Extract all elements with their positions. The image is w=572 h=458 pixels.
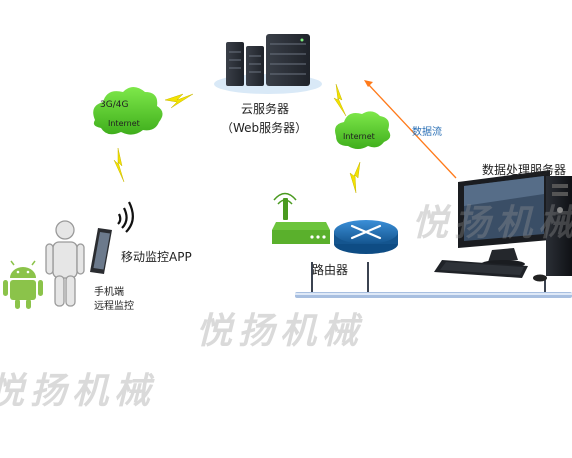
cloud-server-label: 云服务器 bbox=[241, 102, 290, 116]
mobile-cloud-network-label: 3G/4G bbox=[100, 100, 129, 110]
data-server-label: 数据处理服务器 bbox=[482, 163, 567, 177]
router-label: 路由器 bbox=[312, 263, 349, 277]
phone-label: 手机端 bbox=[94, 287, 124, 298]
mobile-cloud-internet-label: Internet bbox=[108, 119, 140, 128]
wifi-signal-icon bbox=[117, 201, 134, 233]
android-logo-icon bbox=[3, 260, 43, 309]
wireless-link-icons bbox=[113, 83, 361, 194]
mobile-internet-cloud-icon bbox=[93, 87, 163, 135]
router-internet-cloud-icon bbox=[335, 111, 391, 149]
app-label: 移动监控APP bbox=[121, 250, 192, 264]
cloud-server-icon bbox=[214, 34, 322, 94]
router-icon bbox=[334, 220, 398, 254]
computer-monitor-icon bbox=[458, 170, 550, 268]
computer-tower-icon bbox=[546, 176, 572, 276]
keyboard-icon bbox=[434, 260, 547, 282]
data-flow-arrow bbox=[364, 80, 457, 179]
bolt-icon bbox=[349, 161, 361, 194]
bolt-icon bbox=[164, 93, 194, 109]
person-icon bbox=[45, 220, 85, 307]
watermark-text: 悦扬机械 bbox=[0, 370, 157, 412]
watermark-text: 悦扬机械 bbox=[412, 202, 572, 244]
lan-bus-bar bbox=[295, 262, 572, 298]
smartphone-icon bbox=[90, 228, 112, 274]
wifi-router-icon bbox=[272, 192, 330, 244]
bolt-icon bbox=[333, 83, 347, 117]
data-flow-label: 数据流 bbox=[412, 127, 442, 138]
watermark-text: 悦扬机械 bbox=[196, 310, 365, 352]
bolt-icon bbox=[113, 147, 125, 183]
router-cloud-internet-label: Internet bbox=[343, 132, 375, 141]
cloud-server-sublabel: （Web服务器） bbox=[221, 121, 308, 135]
phone-sublabel: 远程监控 bbox=[94, 301, 134, 312]
